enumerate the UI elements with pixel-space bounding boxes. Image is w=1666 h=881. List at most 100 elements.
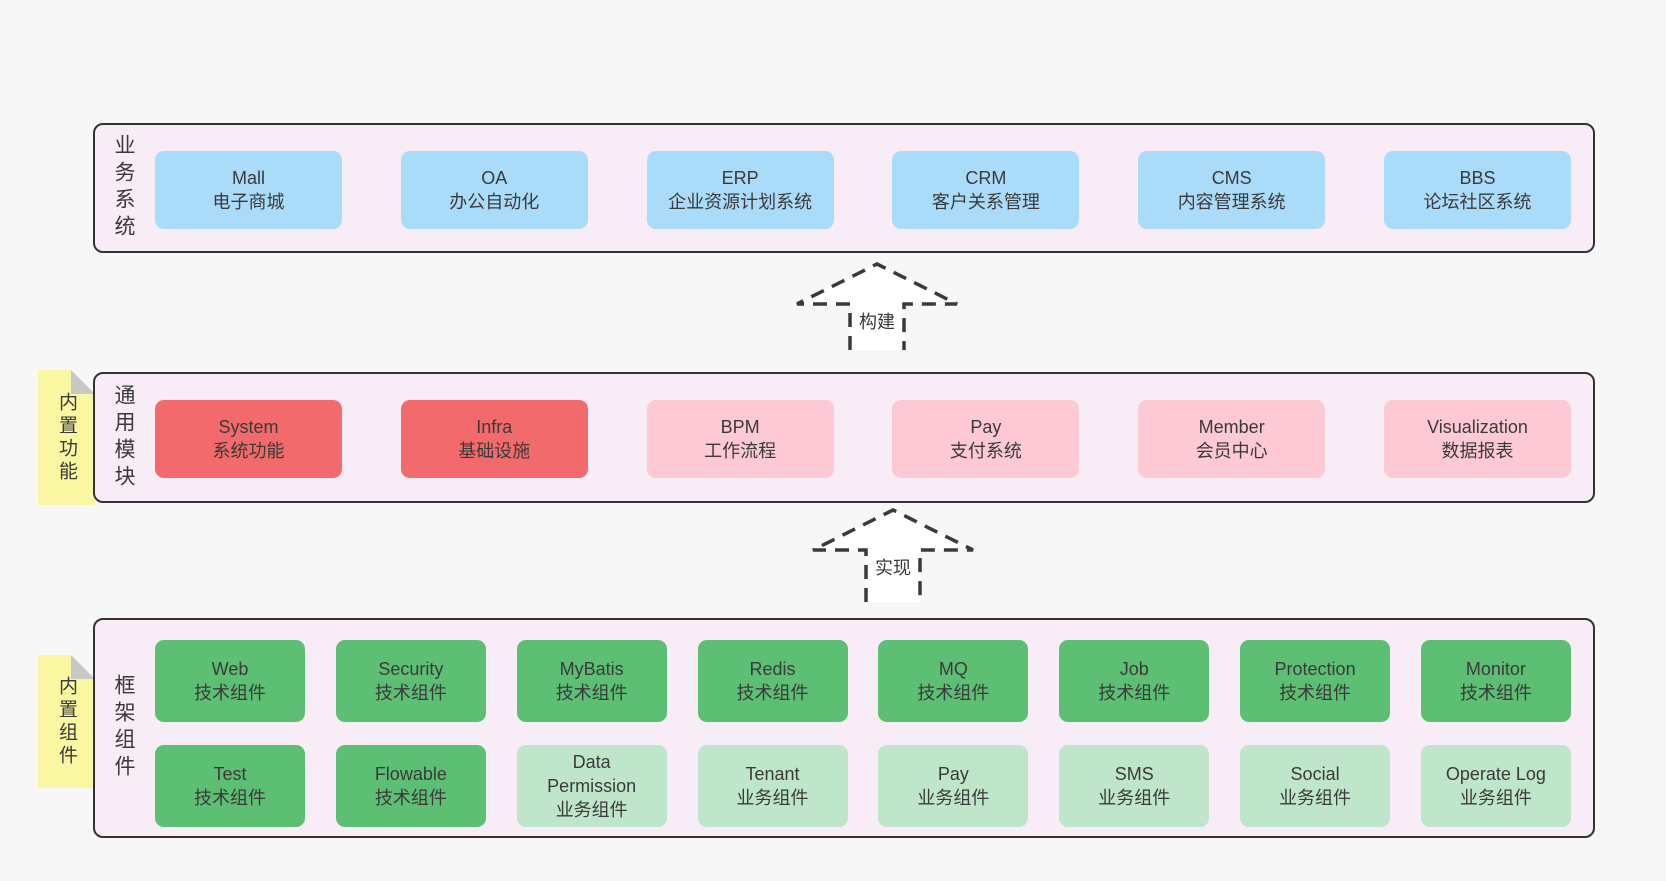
box-web: Web 技术组件 [155, 640, 305, 722]
box-name-zh: 技术组件 [736, 683, 809, 703]
band-common-modules: 通用模块 System 系统功能 Infra 基础设施 BPM 工作流程 Pay… [93, 372, 1595, 503]
box-cms: CMS 内容管理系统 [1138, 151, 1326, 229]
box-infra: Infra 基础设施 [400, 400, 588, 478]
box-name-en: Pay [937, 764, 969, 784]
box-name-zh: 业务组件 [1459, 788, 1532, 808]
box-name-en: Mall [231, 168, 265, 188]
box-name-en: Tenant [745, 764, 800, 784]
box-name-zh: 业务组件 [1279, 788, 1352, 808]
box-name-zh: 办公自动化 [449, 192, 540, 212]
box-name-zh: 业务组件 [555, 800, 628, 820]
box-name-zh: 技术组件 [374, 788, 447, 808]
common-modules-row: System 系统功能 Infra 基础设施 BPM 工作流程 Pay 支付系统… [155, 400, 1571, 478]
box-name-en: Protection [1274, 659, 1356, 679]
box-name-zh: 会员中心 [1195, 441, 1268, 461]
band-title: 框架组件 [112, 674, 135, 782]
box-security: Security 技术组件 [335, 640, 486, 722]
up-arrow-icon [796, 262, 958, 350]
box-mq: MQ 技术组件 [878, 640, 1029, 722]
box-name-zh: 企业资源计划系统 [668, 192, 813, 212]
box-mall: Mall 电子商城 [155, 151, 342, 229]
box-pay-component: Pay 业务组件 [878, 745, 1029, 827]
box-name-en: Social [1290, 764, 1340, 784]
box-job: Job 技术组件 [1059, 640, 1210, 722]
box-name-zh: 基础设施 [458, 441, 531, 461]
box-erp: ERP 企业资源计划系统 [646, 151, 834, 229]
box-redis: Redis 技术组件 [697, 640, 848, 722]
box-name-zh: 论坛社区系统 [1423, 192, 1532, 212]
box-name-zh: 电子商城 [212, 192, 285, 212]
box-name-en: Member [1198, 417, 1265, 437]
box-name-zh: 工作流程 [704, 441, 777, 461]
box-name-en: Data Permission [547, 752, 637, 796]
box-data-permission: Data Permission 业务组件 [516, 745, 667, 827]
box-name-zh: 业务组件 [1098, 788, 1171, 808]
arrow-label: 构建 [777, 308, 977, 334]
box-name-en: BBS [1459, 168, 1496, 188]
arrow-label-text: 实现 [873, 558, 913, 578]
box-name-en: Job [1119, 659, 1149, 679]
box-name-zh: 技术组件 [194, 683, 266, 703]
box-name-en: Web [211, 659, 249, 679]
box-name-en: Infra [476, 417, 513, 437]
sticky-label: 内置功能 [56, 391, 77, 484]
sticky-note-built-in-features: 内置功能 [38, 370, 95, 505]
framework-components-row-1: Web 技术组件 Security 技术组件 MyBatis 技术组件 Redi… [155, 640, 1571, 722]
arrow-label-text: 构建 [857, 312, 897, 332]
box-sms: SMS 业务组件 [1059, 745, 1210, 827]
up-arrow-icon [812, 508, 974, 602]
box-name-zh: 技术组件 [374, 683, 447, 703]
box-name-zh: 系统功能 [212, 441, 285, 461]
box-name-zh: 技术组件 [555, 683, 628, 703]
box-name-zh: 业务组件 [736, 788, 809, 808]
box-name-zh: 技术组件 [917, 683, 990, 703]
box-operate-log: Operate Log 业务组件 [1420, 745, 1571, 827]
box-name-zh: 业务组件 [917, 788, 990, 808]
box-member: Member 会员中心 [1138, 400, 1326, 478]
dashed-up-arrow-implement: 实现 [793, 504, 993, 602]
box-bbs: BBS 论坛社区系统 [1383, 151, 1571, 229]
box-name-en: OA [481, 168, 508, 188]
band-framework-components: 框架组件 Web 技术组件 Security 技术组件 MyBatis 技术组件… [93, 618, 1595, 838]
box-name-en: CMS [1211, 168, 1252, 188]
box-name-en: Flowable [374, 764, 447, 784]
box-name-en: MyBatis [559, 659, 624, 679]
box-name-zh: 内容管理系统 [1177, 192, 1286, 212]
box-bpm: BPM 工作流程 [646, 400, 834, 478]
box-name-zh: 客户关系管理 [931, 192, 1040, 212]
business-systems-row: Mall 电子商城 OA 办公自动化 ERP 企业资源计划系统 CRM 客户关系… [155, 151, 1571, 229]
box-crm: CRM 客户关系管理 [892, 151, 1080, 229]
box-name-en: Visualization [1427, 417, 1528, 437]
box-name-zh: 支付系统 [949, 441, 1022, 461]
box-visualization: Visualization 数据报表 [1383, 400, 1571, 478]
box-monitor: Monitor 技术组件 [1420, 640, 1571, 722]
box-name-en: Operate Log [1445, 764, 1546, 784]
box-name-en: Test [213, 764, 247, 784]
box-name-en: SMS [1114, 764, 1154, 784]
box-name-zh: 技术组件 [1459, 683, 1532, 703]
box-name-en: CRM [965, 168, 1007, 188]
box-name-en: Security [378, 659, 444, 679]
box-name-zh: 技术组件 [1279, 683, 1352, 703]
box-name-en: ERP [721, 168, 759, 188]
box-system: System 系统功能 [155, 400, 342, 478]
box-flowable: Flowable 技术组件 [335, 745, 486, 827]
band-title: 通用模块 [112, 383, 135, 492]
sticky-note-built-in-components: 内置组件 [38, 655, 95, 788]
box-social: Social 业务组件 [1240, 745, 1391, 827]
box-mybatis: MyBatis 技术组件 [516, 640, 667, 722]
box-tenant: Tenant 业务组件 [697, 745, 848, 827]
arrow-label: 实现 [793, 554, 993, 580]
box-oa: OA 办公自动化 [400, 151, 588, 229]
dashed-up-arrow-build: 构建 [777, 258, 977, 350]
band-business-systems: 业务系统 Mall 电子商城 OA 办公自动化 ERP 企业资源计划系统 CRM… [93, 123, 1595, 253]
box-name-en: Monitor [1465, 659, 1526, 679]
box-test: Test 技术组件 [155, 745, 305, 827]
box-name-en: System [218, 417, 279, 437]
box-name-zh: 数据报表 [1441, 441, 1514, 461]
box-name-en: BPM [720, 417, 760, 437]
box-name-en: Pay [970, 417, 1002, 437]
band-title: 业务系统 [112, 134, 135, 242]
box-name-zh: 技术组件 [1098, 683, 1171, 703]
